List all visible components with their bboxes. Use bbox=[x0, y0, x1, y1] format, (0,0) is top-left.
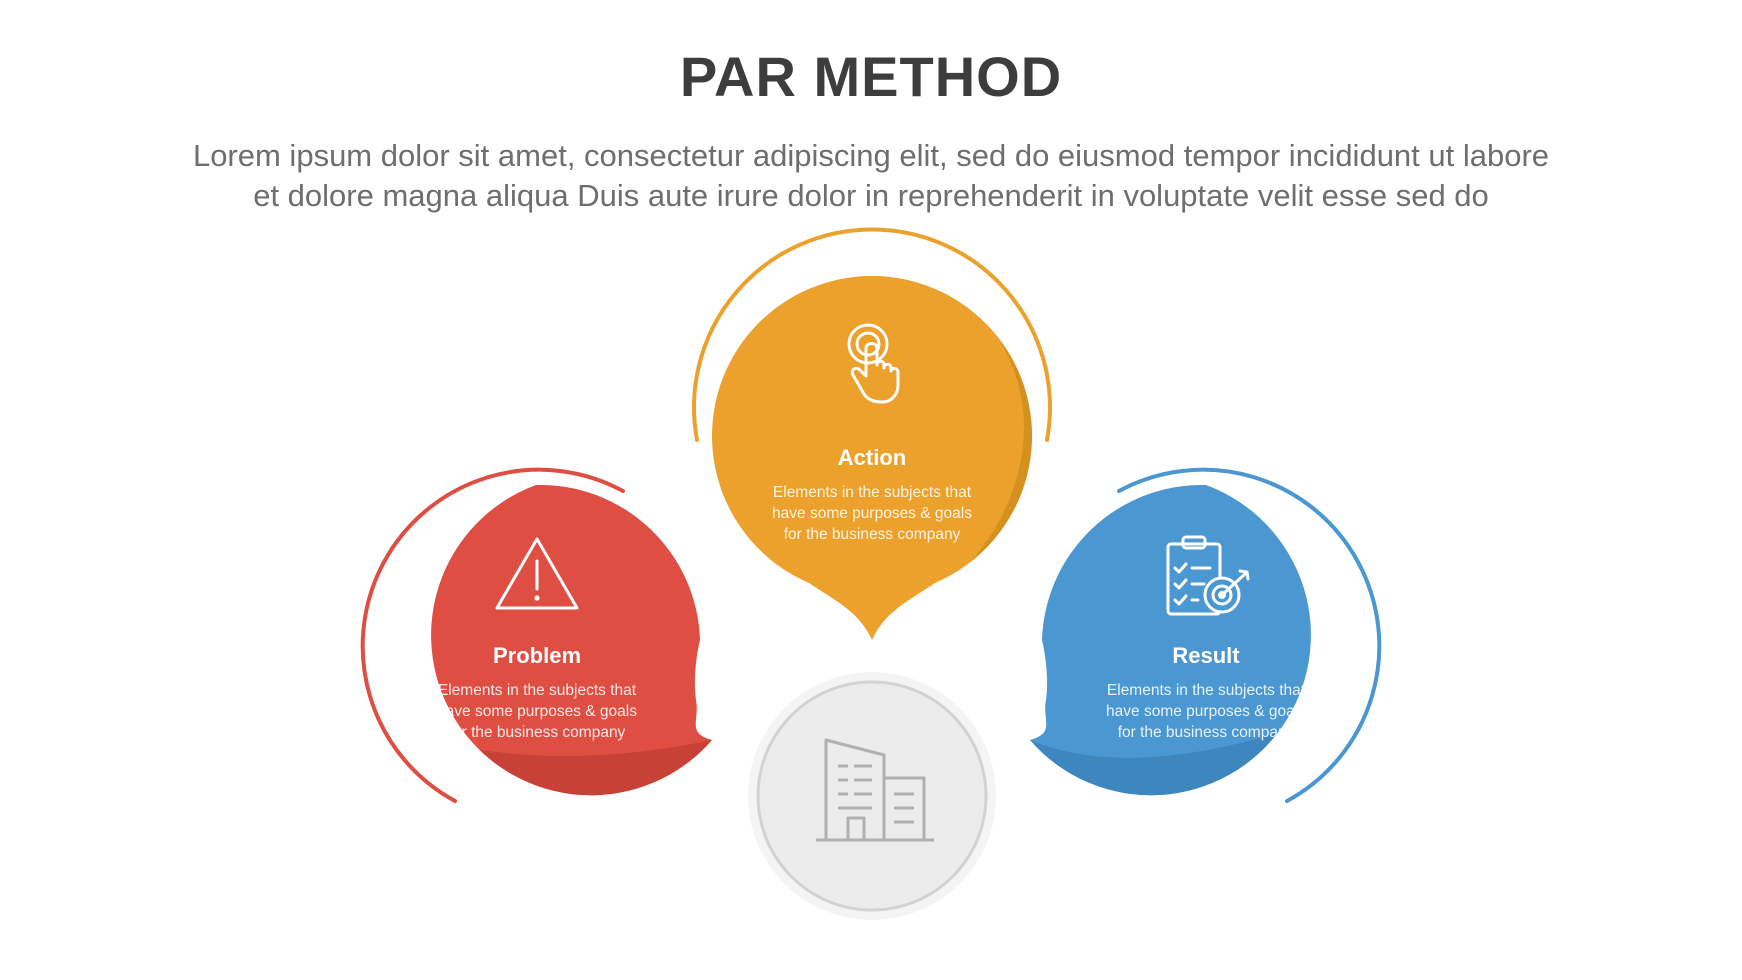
action-node bbox=[692, 227, 1052, 640]
desc-line: Elements in the subjects that bbox=[1106, 682, 1306, 699]
tap-hand-icon bbox=[847, 323, 900, 404]
problem-bubble bbox=[431, 484, 712, 796]
desc-line: have some purposes & goals bbox=[1106, 703, 1306, 720]
desc-line: for the business company bbox=[448, 724, 626, 741]
step-desc-result: Elements in the subjects that have some … bbox=[1076, 680, 1336, 743]
step-label-problem: Problem bbox=[492, 643, 582, 668]
problem-outer-arc bbox=[360, 467, 625, 803]
desc-line: have some purposes & goals bbox=[772, 505, 972, 522]
action-bubble bbox=[711, 275, 1032, 640]
desc-line: Elements in the subjects that bbox=[772, 484, 972, 501]
desc-line: for the business company bbox=[1117, 724, 1295, 741]
result-node bbox=[1030, 467, 1382, 803]
subtitle-line: Lorem ipsum dolor sit amet, consectetur … bbox=[192, 138, 1550, 173]
step-desc-problem: Elements in the subjects that have some … bbox=[407, 680, 667, 743]
desc-line: Elements in the subjects that bbox=[437, 682, 637, 699]
building-icon bbox=[816, 738, 934, 842]
step-label-action: Action bbox=[837, 445, 907, 470]
desc-line: for the business company bbox=[783, 526, 961, 543]
desc-line: have some purposes & goals bbox=[437, 703, 637, 720]
step-desc-action: Elements in the subjects that have some … bbox=[742, 482, 1002, 545]
page-title: PAR METHOD bbox=[679, 45, 1063, 108]
subtitle-line: et dolore magna aliqua Duis aute irure d… bbox=[253, 178, 1489, 213]
checklist-target-icon bbox=[1166, 535, 1250, 616]
warning-triangle-icon bbox=[495, 537, 579, 610]
page-subtitle: Lorem ipsum dolor sit amet, consectetur … bbox=[60, 136, 1682, 216]
center-node bbox=[748, 672, 996, 920]
result-outer-arc bbox=[1117, 467, 1382, 803]
step-label-result: Result bbox=[1172, 643, 1240, 668]
action-outer-arc bbox=[692, 227, 1052, 442]
result-bubble bbox=[1030, 484, 1311, 796]
